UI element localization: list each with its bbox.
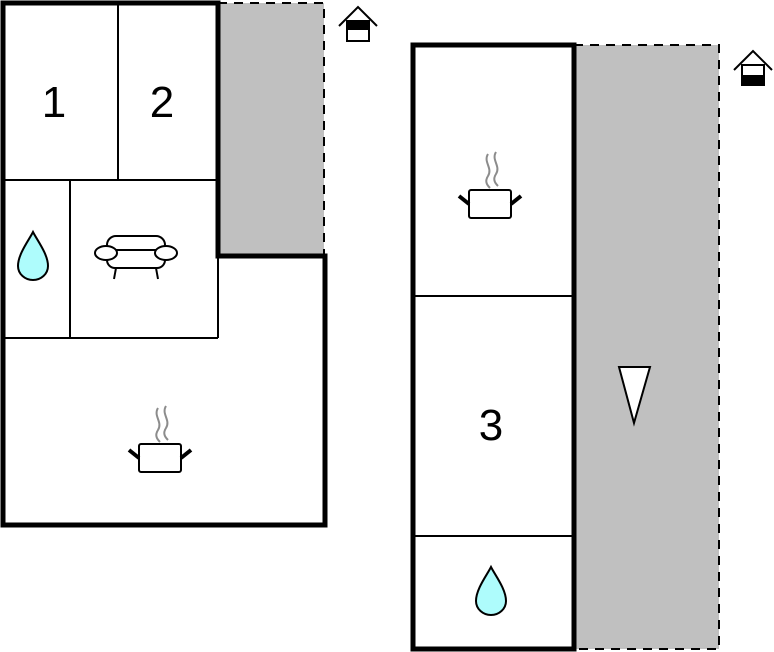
building-1: 1 2 <box>0 0 378 528</box>
direction-triangle-icon <box>617 366 652 427</box>
terrace-2 <box>574 45 719 649</box>
house-entrance-icon <box>338 5 378 42</box>
house-entrance-icon <box>733 49 773 86</box>
terrace-1 <box>218 3 324 256</box>
room-label-1: 1 <box>42 78 66 127</box>
cooking-pot-icon <box>457 150 523 220</box>
building-2: 3 <box>410 42 773 652</box>
water-drop-icon <box>17 231 49 281</box>
water-drop-icon <box>475 566 507 616</box>
sofa-icon <box>94 235 178 280</box>
room-label-2: 2 <box>150 78 174 127</box>
cooking-pot-icon <box>127 404 193 474</box>
room-label-3: 3 <box>479 401 503 450</box>
